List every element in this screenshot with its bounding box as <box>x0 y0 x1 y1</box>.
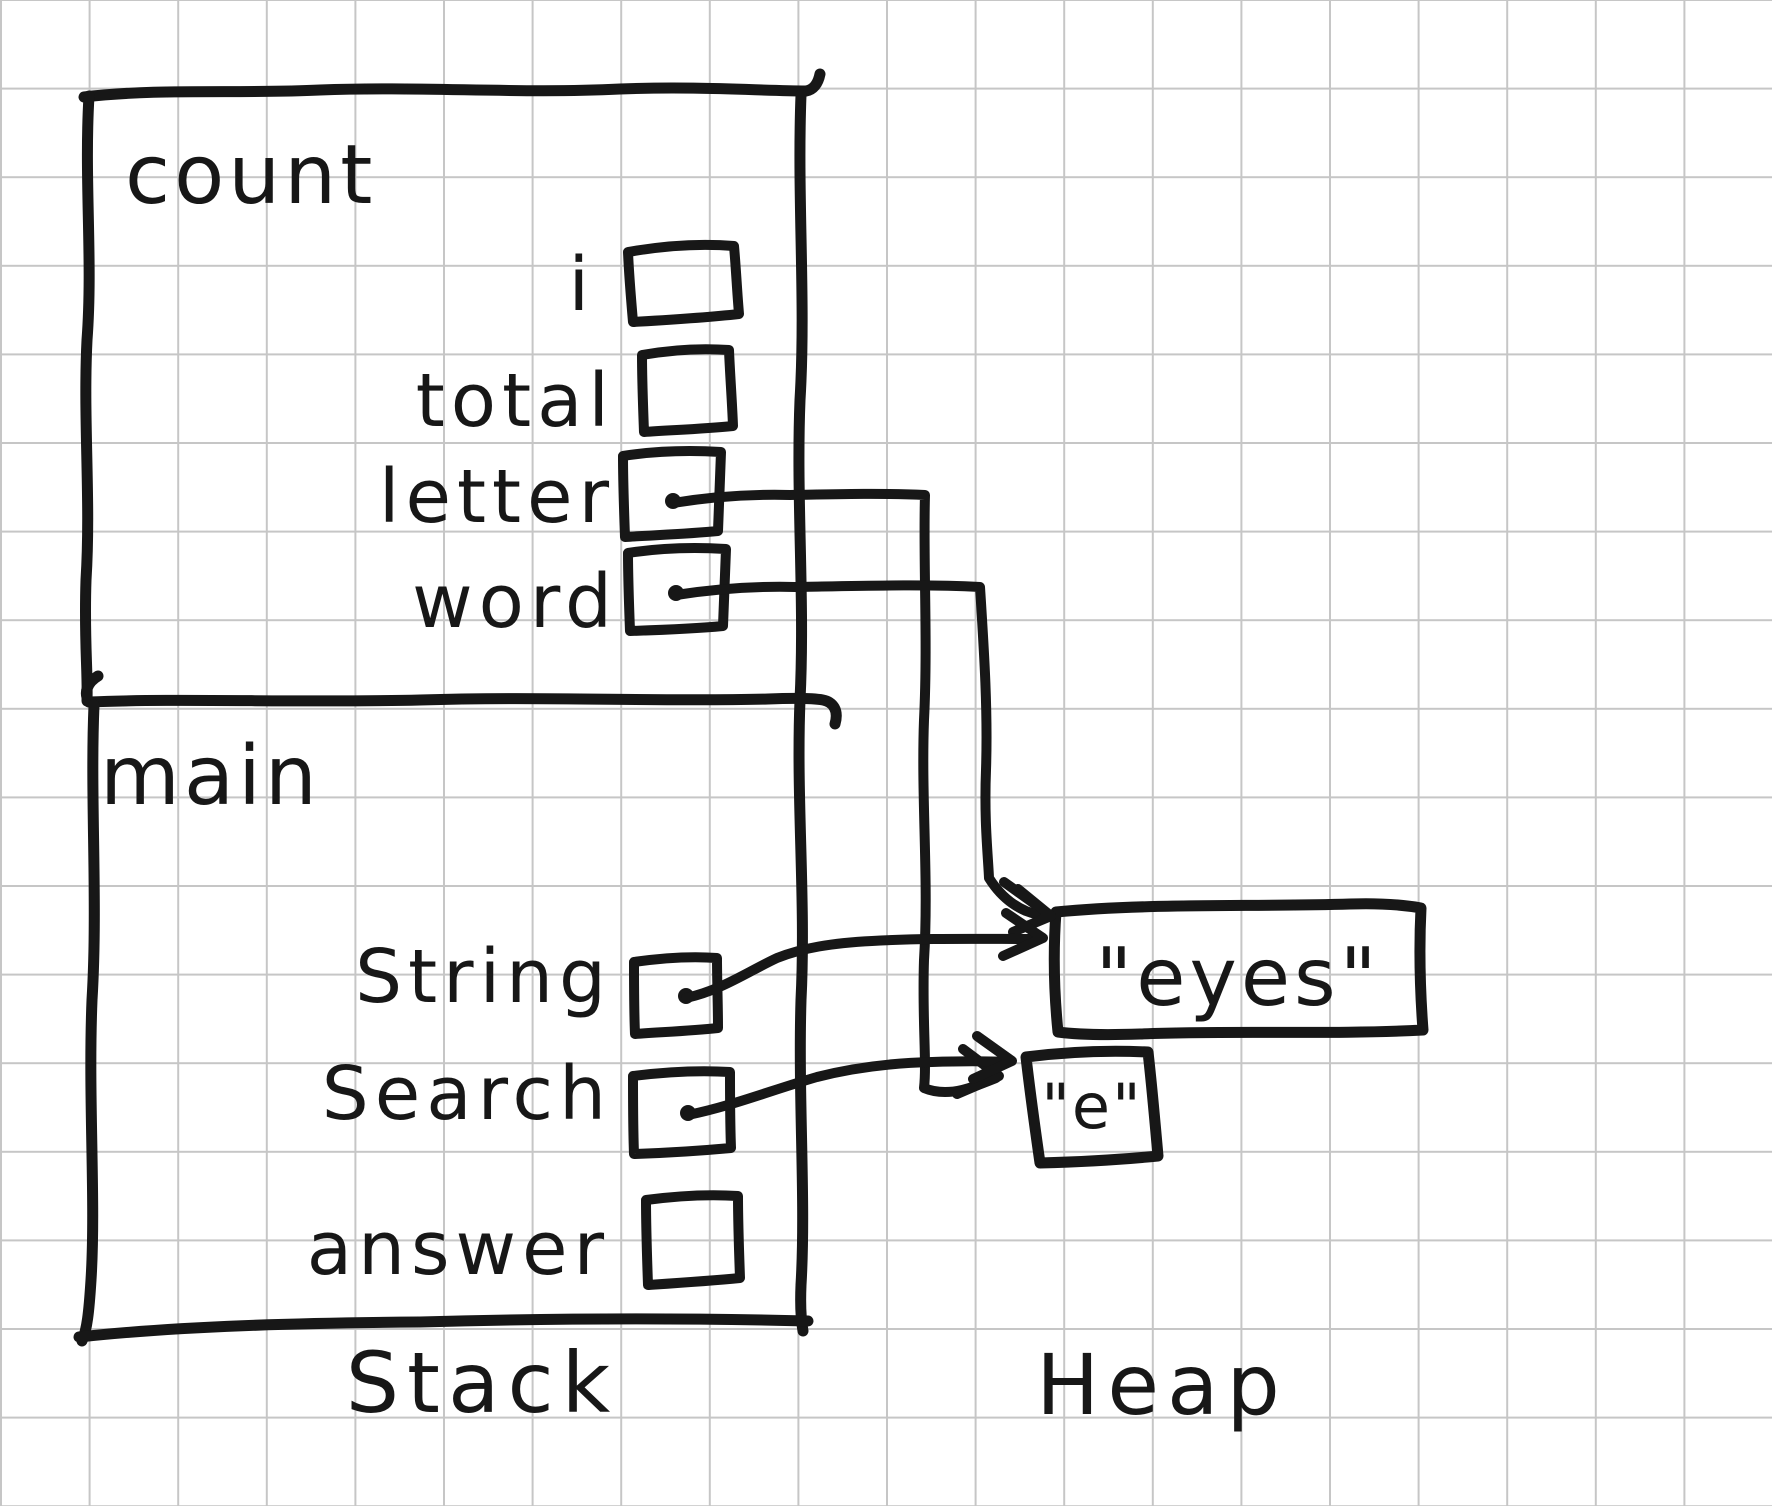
var-label-total: total <box>416 358 615 444</box>
letter-pointer-line <box>668 488 1001 1098</box>
count-frame-label: count <box>125 128 376 223</box>
variable-boxes <box>618 239 745 1290</box>
var-label-i: i <box>568 242 595 328</box>
answer-box <box>641 1190 745 1290</box>
var-label-search: Search <box>322 1051 612 1137</box>
i-box <box>623 239 744 327</box>
word-pointer-line <box>671 580 1054 922</box>
main-frame-left-border <box>76 699 100 1347</box>
count-frame-left-border <box>79 90 95 707</box>
stack-region-label: Stack <box>346 1334 619 1432</box>
search-pointer-line <box>683 1056 1013 1120</box>
stack-frames-right-border <box>793 89 809 1337</box>
heap-object-e-text: "e" <box>1041 1070 1142 1143</box>
search-box <box>628 1066 736 1159</box>
letter-box <box>618 446 726 542</box>
main-frame-bottom-border <box>73 1313 814 1343</box>
frame-divider-line <box>80 670 842 730</box>
var-label-word: word <box>412 559 618 645</box>
total-box <box>637 344 738 437</box>
eyes-heap-box <box>1048 898 1429 1041</box>
var-label-letter: letter <box>379 454 615 540</box>
string-box <box>629 952 723 1039</box>
main-frame-label: main <box>100 729 321 824</box>
heap-region-label: Heap <box>1036 1336 1288 1434</box>
var-label-answer: answer <box>307 1206 610 1292</box>
e-heap-box <box>1020 1045 1164 1169</box>
stack-frame-outlines <box>73 68 842 1347</box>
word-box <box>623 543 731 636</box>
text-labels: count main i total letter word String Se… <box>100 128 1380 1434</box>
heap-object-eyes-text: "eyes" <box>1095 931 1380 1024</box>
search-pointer-arrowhead <box>968 1031 1017 1084</box>
heap-object-boxes <box>1020 898 1429 1169</box>
string-pointer-arrowhead <box>998 908 1048 961</box>
var-label-string: String <box>355 934 612 1020</box>
count-frame-top-border <box>78 68 826 103</box>
string-pointer-line <box>681 933 1045 1003</box>
pointer-arrows <box>665 488 1056 1121</box>
